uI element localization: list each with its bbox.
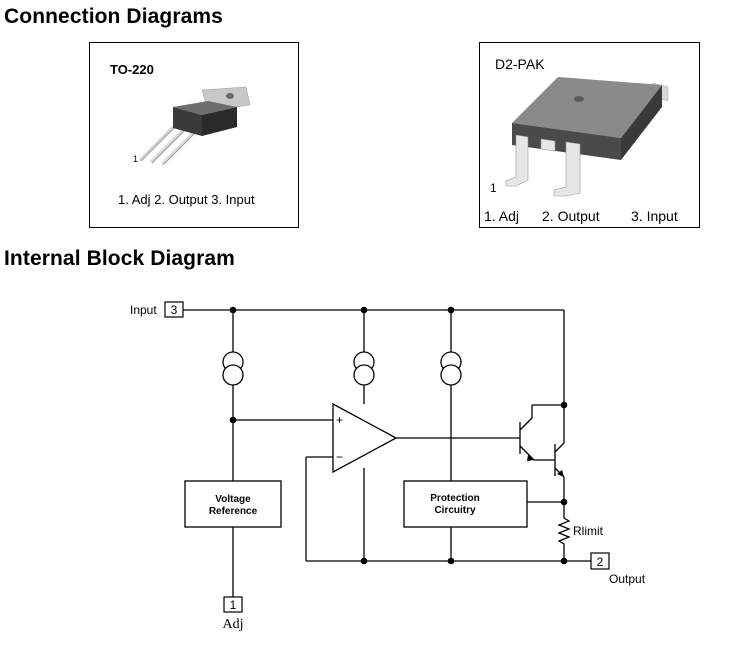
d2pak-pin-one-marker: 1 (490, 181, 497, 195)
internal-block-diagram-title: Internal Block Diagram (4, 247, 235, 270)
voltage-reference-block (184, 480, 282, 528)
input-pin-box (164, 301, 184, 318)
to220-package-name: TO-220 (110, 62, 154, 77)
to220-pin-one-marker: 1 (133, 154, 139, 164)
opamp-plus-sign: + (336, 413, 343, 427)
to220-leads (138, 124, 198, 166)
d2pak-leads (505, 134, 581, 197)
current-source-3 (440, 351, 462, 386)
adj-pin-box (223, 596, 243, 613)
output-label: Output (609, 572, 646, 586)
error-amplifier (332, 402, 398, 474)
rlimit-resistor (557, 514, 571, 546)
voltage-reference-line1: Voltage (215, 494, 251, 505)
to220-package-drawing (138, 86, 251, 166)
to220-package-box: TO-220 1 1. Adj 2. Output 3. Input (89, 42, 299, 228)
d2pak-package-box: D2-PAK 1 1. Adj 2. Output 3. Input (479, 42, 700, 228)
output-pin-number: 2 (597, 555, 604, 569)
input-pin-number: 3 (171, 303, 178, 317)
current-source-1 (222, 351, 244, 386)
input-label: Input (130, 303, 157, 317)
connection-diagrams-title: Connection Diagrams (4, 5, 223, 28)
d2pak-body-top (512, 77, 662, 138)
voltage-reference-line2: Reference (209, 506, 258, 517)
to220-body (173, 101, 237, 115)
d2pak-package-name: D2-PAK (495, 56, 545, 72)
to220-pin-legend: 1. Adj 2. Output 3. Input (118, 192, 255, 207)
d2pak-package-drawing (505, 77, 669, 197)
d2pak-pin-legend-adj: 1. Adj (484, 208, 520, 224)
current-source-2 (353, 351, 375, 386)
opamp-minus-sign: − (336, 450, 343, 464)
adj-label: Adj (223, 617, 244, 632)
protection-line2: Circuitry (434, 505, 476, 516)
protection-line1: Protection (430, 493, 479, 504)
d2pak-pin-legend-input: 3. Input (631, 208, 678, 224)
adj-pin-number: 1 (230, 598, 237, 612)
d2pak-pin-legend-output: 2. Output (542, 208, 600, 224)
junction-dots (229, 306, 568, 565)
rlimit-label: Rlimit (573, 524, 604, 538)
protection-circuitry-block (403, 480, 528, 528)
output-pin-box (590, 552, 610, 570)
